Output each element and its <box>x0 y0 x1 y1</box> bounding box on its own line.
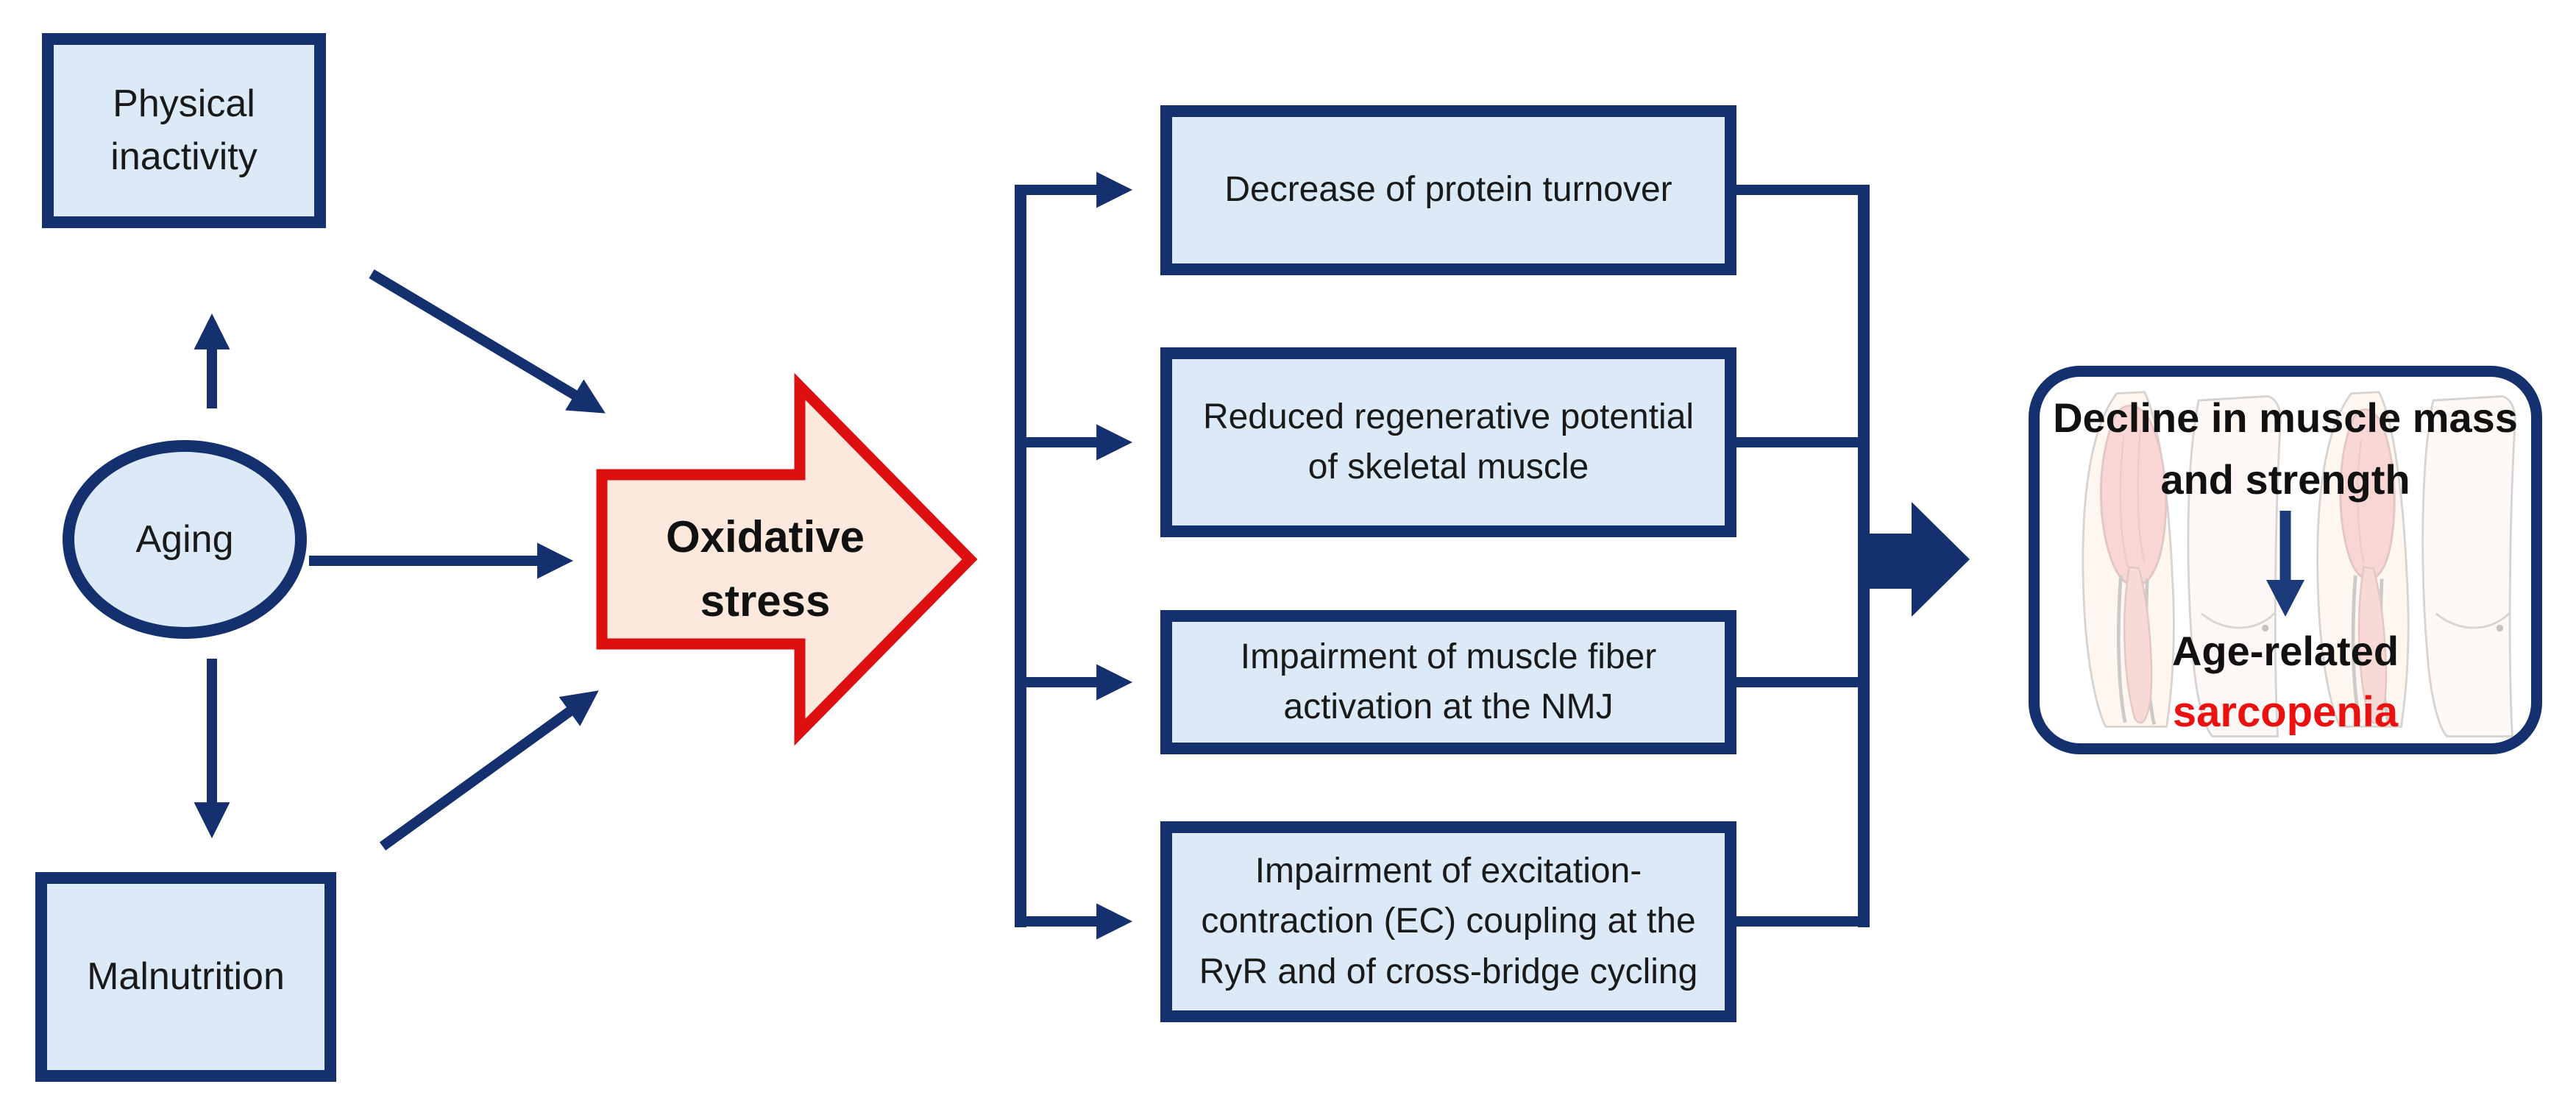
node-label: Physical inactivity <box>110 82 258 178</box>
node-malnutrition: Malnutrition <box>35 872 336 1082</box>
diagonal-arrow-icon <box>379 690 599 851</box>
effect-box-regenerative-potential: Reduced regenerative potential of skelet… <box>1160 347 1736 537</box>
muscle-anatomy-illustration <box>2082 391 2516 737</box>
outcome-subheading: Age-related <box>2171 628 2399 674</box>
outcome-heading: Decline in muscle mass and strength <box>2040 387 2531 511</box>
node-label: Malnutrition <box>87 955 285 998</box>
block-right-arrow-icon <box>1864 502 1970 617</box>
effect-label: Reduced regenerative potential of skelet… <box>1202 397 1695 486</box>
diagonal-arrow-icon <box>369 269 606 414</box>
effect-label: Impairment of excitation-contraction (EC… <box>1199 851 1698 991</box>
effect-label: Decrease of protein turnover <box>1224 170 1672 210</box>
outcome-heading-text: Decline in muscle mass and strength <box>2053 394 2518 503</box>
effect-label: Impairment of muscle fiber activation at… <box>1240 637 1657 726</box>
down-arrow-icon <box>2266 511 2304 617</box>
node-physical-inactivity: Physical inactivity <box>42 33 326 228</box>
node-aging: Aging <box>63 440 307 639</box>
effect-box-fiber-activation: Impairment of muscle fiber activation at… <box>1160 610 1736 754</box>
effect-box-protein-turnover: Decrease of protein turnover <box>1160 105 1736 275</box>
outcome-box-sarcopenia: Decline in muscle mass and strength Age-… <box>2029 366 2542 754</box>
node-label: Aging <box>135 518 234 561</box>
effect-box-ec-coupling: Impairment of excitation-contraction (EC… <box>1160 821 1736 1022</box>
node-label: Oxidative stress <box>665 511 865 626</box>
node-oxidative-stress: Oxidative stress <box>640 497 890 640</box>
outcome-emphasis: sarcopenia <box>2172 688 2399 736</box>
block-right-arrow-icon <box>596 372 978 746</box>
